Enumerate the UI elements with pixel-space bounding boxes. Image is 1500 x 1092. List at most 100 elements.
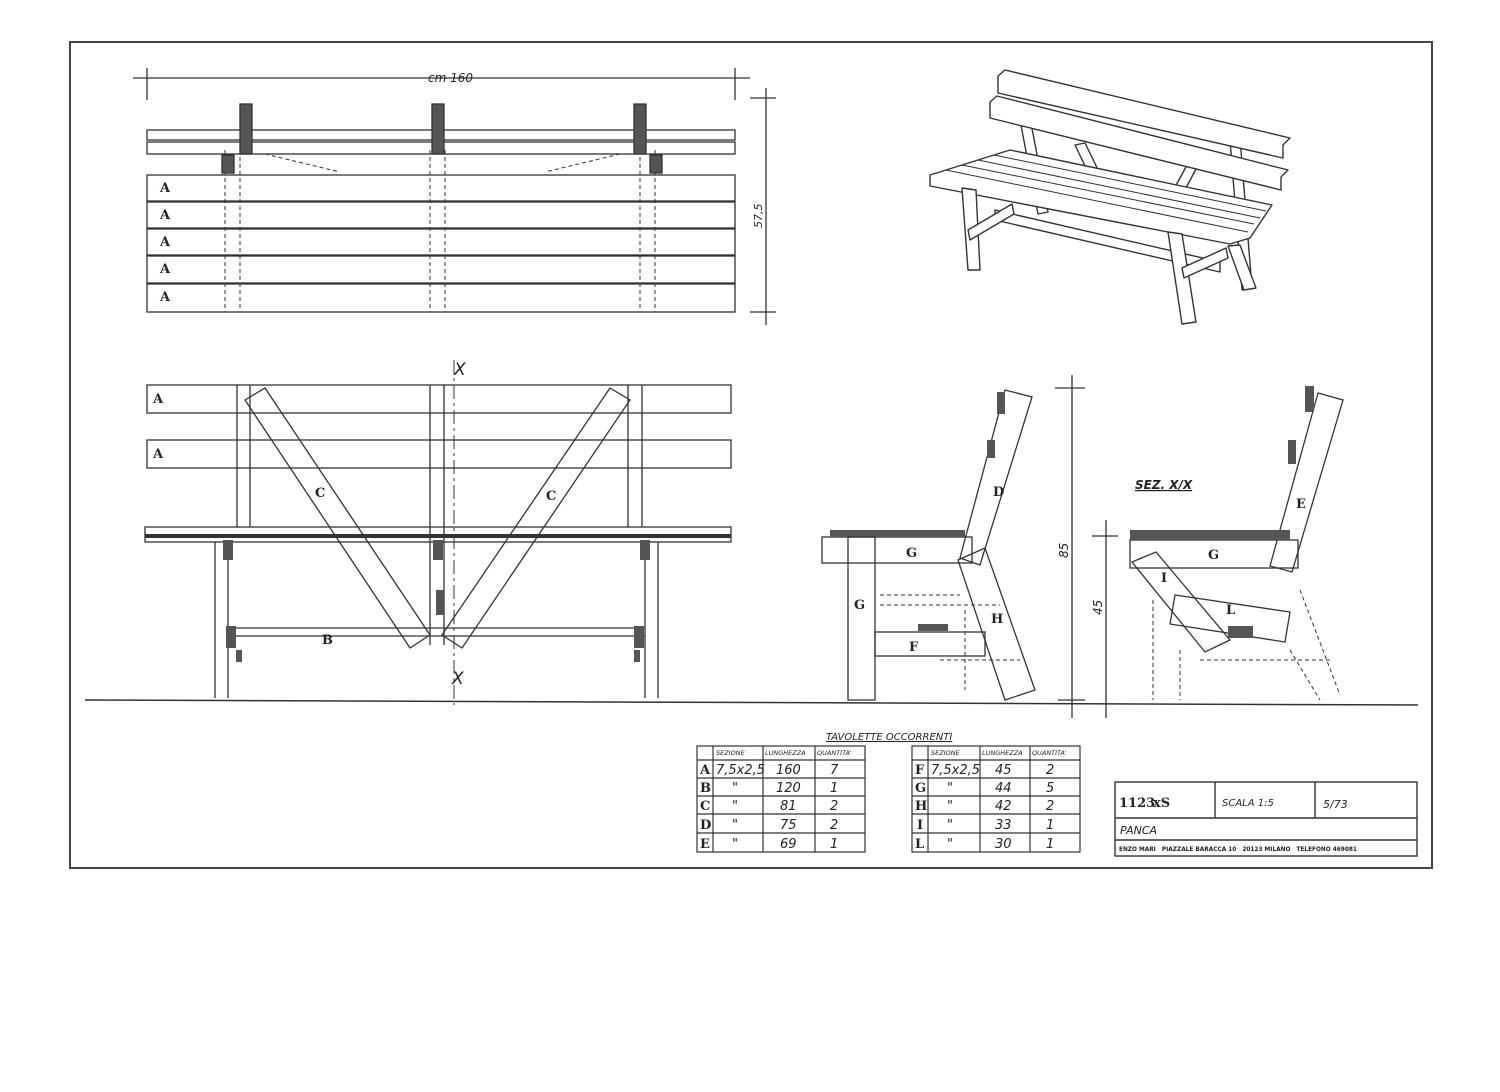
side-label-h: H <box>991 612 1003 627</box>
front-label-c: C <box>315 486 325 501</box>
seat-height-label: 45 <box>1091 600 1105 615</box>
table-cell-part: B <box>700 781 711 796</box>
table-cell-section: " <box>732 799 738 814</box>
side-label-g: G <box>854 598 865 613</box>
table-cell-qty: 2 <box>1046 763 1054 778</box>
table-cell-part: E <box>700 837 710 852</box>
section-rail-l <box>1169 594 1291 643</box>
plan-seat-board <box>146 201 736 229</box>
front-backrest-board <box>146 384 732 414</box>
table-cell-part: A <box>699 763 711 778</box>
table-cell-length: 75 <box>780 818 797 833</box>
table-cell-qty: 1 <box>1046 818 1054 833</box>
table-row: F 7,5x2,5 45 2 <box>915 763 1054 778</box>
front-label-a: A <box>152 447 164 462</box>
parts-table-left <box>696 745 866 853</box>
table-cell-qty: 2 <box>830 818 838 833</box>
front-label-c: C <box>546 489 556 504</box>
parts-table-right <box>911 745 1081 853</box>
width-dimension-label: cm 160 <box>428 71 473 85</box>
sheet-frame <box>69 41 1433 869</box>
table-row: H " 42 2 <box>915 799 1054 814</box>
table-cell-section: " <box>947 799 953 814</box>
table-cell-part: G <box>915 781 926 796</box>
table-row: D " 75 2 <box>700 818 838 833</box>
plan-seat-board <box>146 255 736 284</box>
section-label-i: I <box>1161 571 1167 586</box>
plan-label-a: A <box>159 290 171 305</box>
plan-label-a: A <box>159 262 171 277</box>
depth-dimension-label: 57,5 <box>752 204 765 229</box>
title-date: 5/73 <box>1323 798 1348 811</box>
side-leg-g <box>847 536 876 701</box>
table-cell-section: " <box>732 781 738 796</box>
table-row: B " 120 1 <box>700 781 838 796</box>
plan-view <box>133 68 776 325</box>
table-cell-qty: 2 <box>830 799 838 814</box>
table-cell-section: " <box>732 818 738 833</box>
table-row: I " 33 1 <box>917 818 1054 833</box>
table-cell-section: " <box>947 818 953 833</box>
section-view <box>1129 386 1344 701</box>
table-cell-qty: 2 <box>1046 799 1054 814</box>
side-stretcher-f <box>874 631 986 657</box>
side-label-f: F <box>909 640 919 655</box>
table-cell-qty: 7 <box>830 763 839 778</box>
table-cell-length: 30 <box>995 837 1012 852</box>
section-brace-i <box>1130 551 1232 653</box>
side-leg-h <box>957 547 1036 701</box>
table-cell-part: D <box>700 818 711 833</box>
front-brace-c-right <box>441 387 631 649</box>
table-cell-qty: 5 <box>1046 781 1054 796</box>
title-name: PANCA <box>1120 824 1157 837</box>
parts-table-title: TAVOLETTE OCCORRENTI <box>826 732 952 743</box>
table-header-section: SEZIONE <box>931 749 961 757</box>
table-cell-section: " <box>947 781 953 796</box>
table-cell-length: 160 <box>776 763 801 778</box>
table-cell-section: " <box>947 837 953 852</box>
title-footer: ENZO MARI PIAZZALE BARACCA 10 20123 MILA… <box>1119 847 1357 853</box>
section-mark-bottom: X <box>451 669 464 689</box>
side-post-d <box>959 389 1033 566</box>
table-cell-part: F <box>915 763 925 778</box>
table-cell-part: H <box>915 799 927 814</box>
title-code-suffix: xS <box>1153 796 1170 811</box>
table-cell-length: 81 <box>780 799 797 814</box>
table-cell-length: 42 <box>995 799 1012 814</box>
section-label-l: L <box>1226 603 1235 618</box>
table-cell-length: 33 <box>995 818 1012 833</box>
perspective-view <box>929 69 1291 325</box>
table-row: A 7,5x2,5 160 7 <box>699 763 839 778</box>
table-cell-length: 120 <box>776 781 801 796</box>
parts-table: TAVOLETTE OCCORRENTI SEZIONE LUNGHEZZA <box>696 732 1081 853</box>
table-cell-qty: 1 <box>1046 837 1054 852</box>
plan-label-a: A <box>159 181 171 196</box>
section-mark-top: X <box>453 360 466 380</box>
front-label-b: B <box>322 633 333 648</box>
side-elevation <box>821 375 1118 718</box>
ground-line <box>84 699 1419 706</box>
table-header-section: SEZIONE <box>716 749 746 757</box>
plan-seat-board <box>146 283 736 313</box>
table-cell-section: 7,5x2,5 <box>931 763 980 778</box>
table-row: G " 44 5 <box>915 781 1054 796</box>
table-row: L " 30 1 <box>915 837 1054 852</box>
plan-label-a: A <box>159 235 171 250</box>
table-cell-length: 45 <box>995 763 1012 778</box>
table-cell-length: 44 <box>995 781 1012 796</box>
table-header-qty: QUANTITA' <box>817 749 852 757</box>
section-label-g: G <box>1208 548 1219 563</box>
front-brace-c-left <box>244 387 431 649</box>
height-dimension-label: 85 <box>1057 543 1071 558</box>
title-code-number: 1123 <box>1119 796 1155 811</box>
section-board-e <box>1269 392 1344 573</box>
section-label-e: E <box>1296 497 1306 512</box>
table-cell-qty: 1 <box>830 781 838 796</box>
section-title: SEZ. X/X <box>1135 478 1193 492</box>
table-cell-part: C <box>700 799 710 814</box>
table-cell-section: " <box>732 837 738 852</box>
side-label-d: D <box>993 485 1004 500</box>
plan-board-labels: A A A A A <box>159 181 171 305</box>
table-header-length: LUNGHEZZA <box>982 749 1023 757</box>
